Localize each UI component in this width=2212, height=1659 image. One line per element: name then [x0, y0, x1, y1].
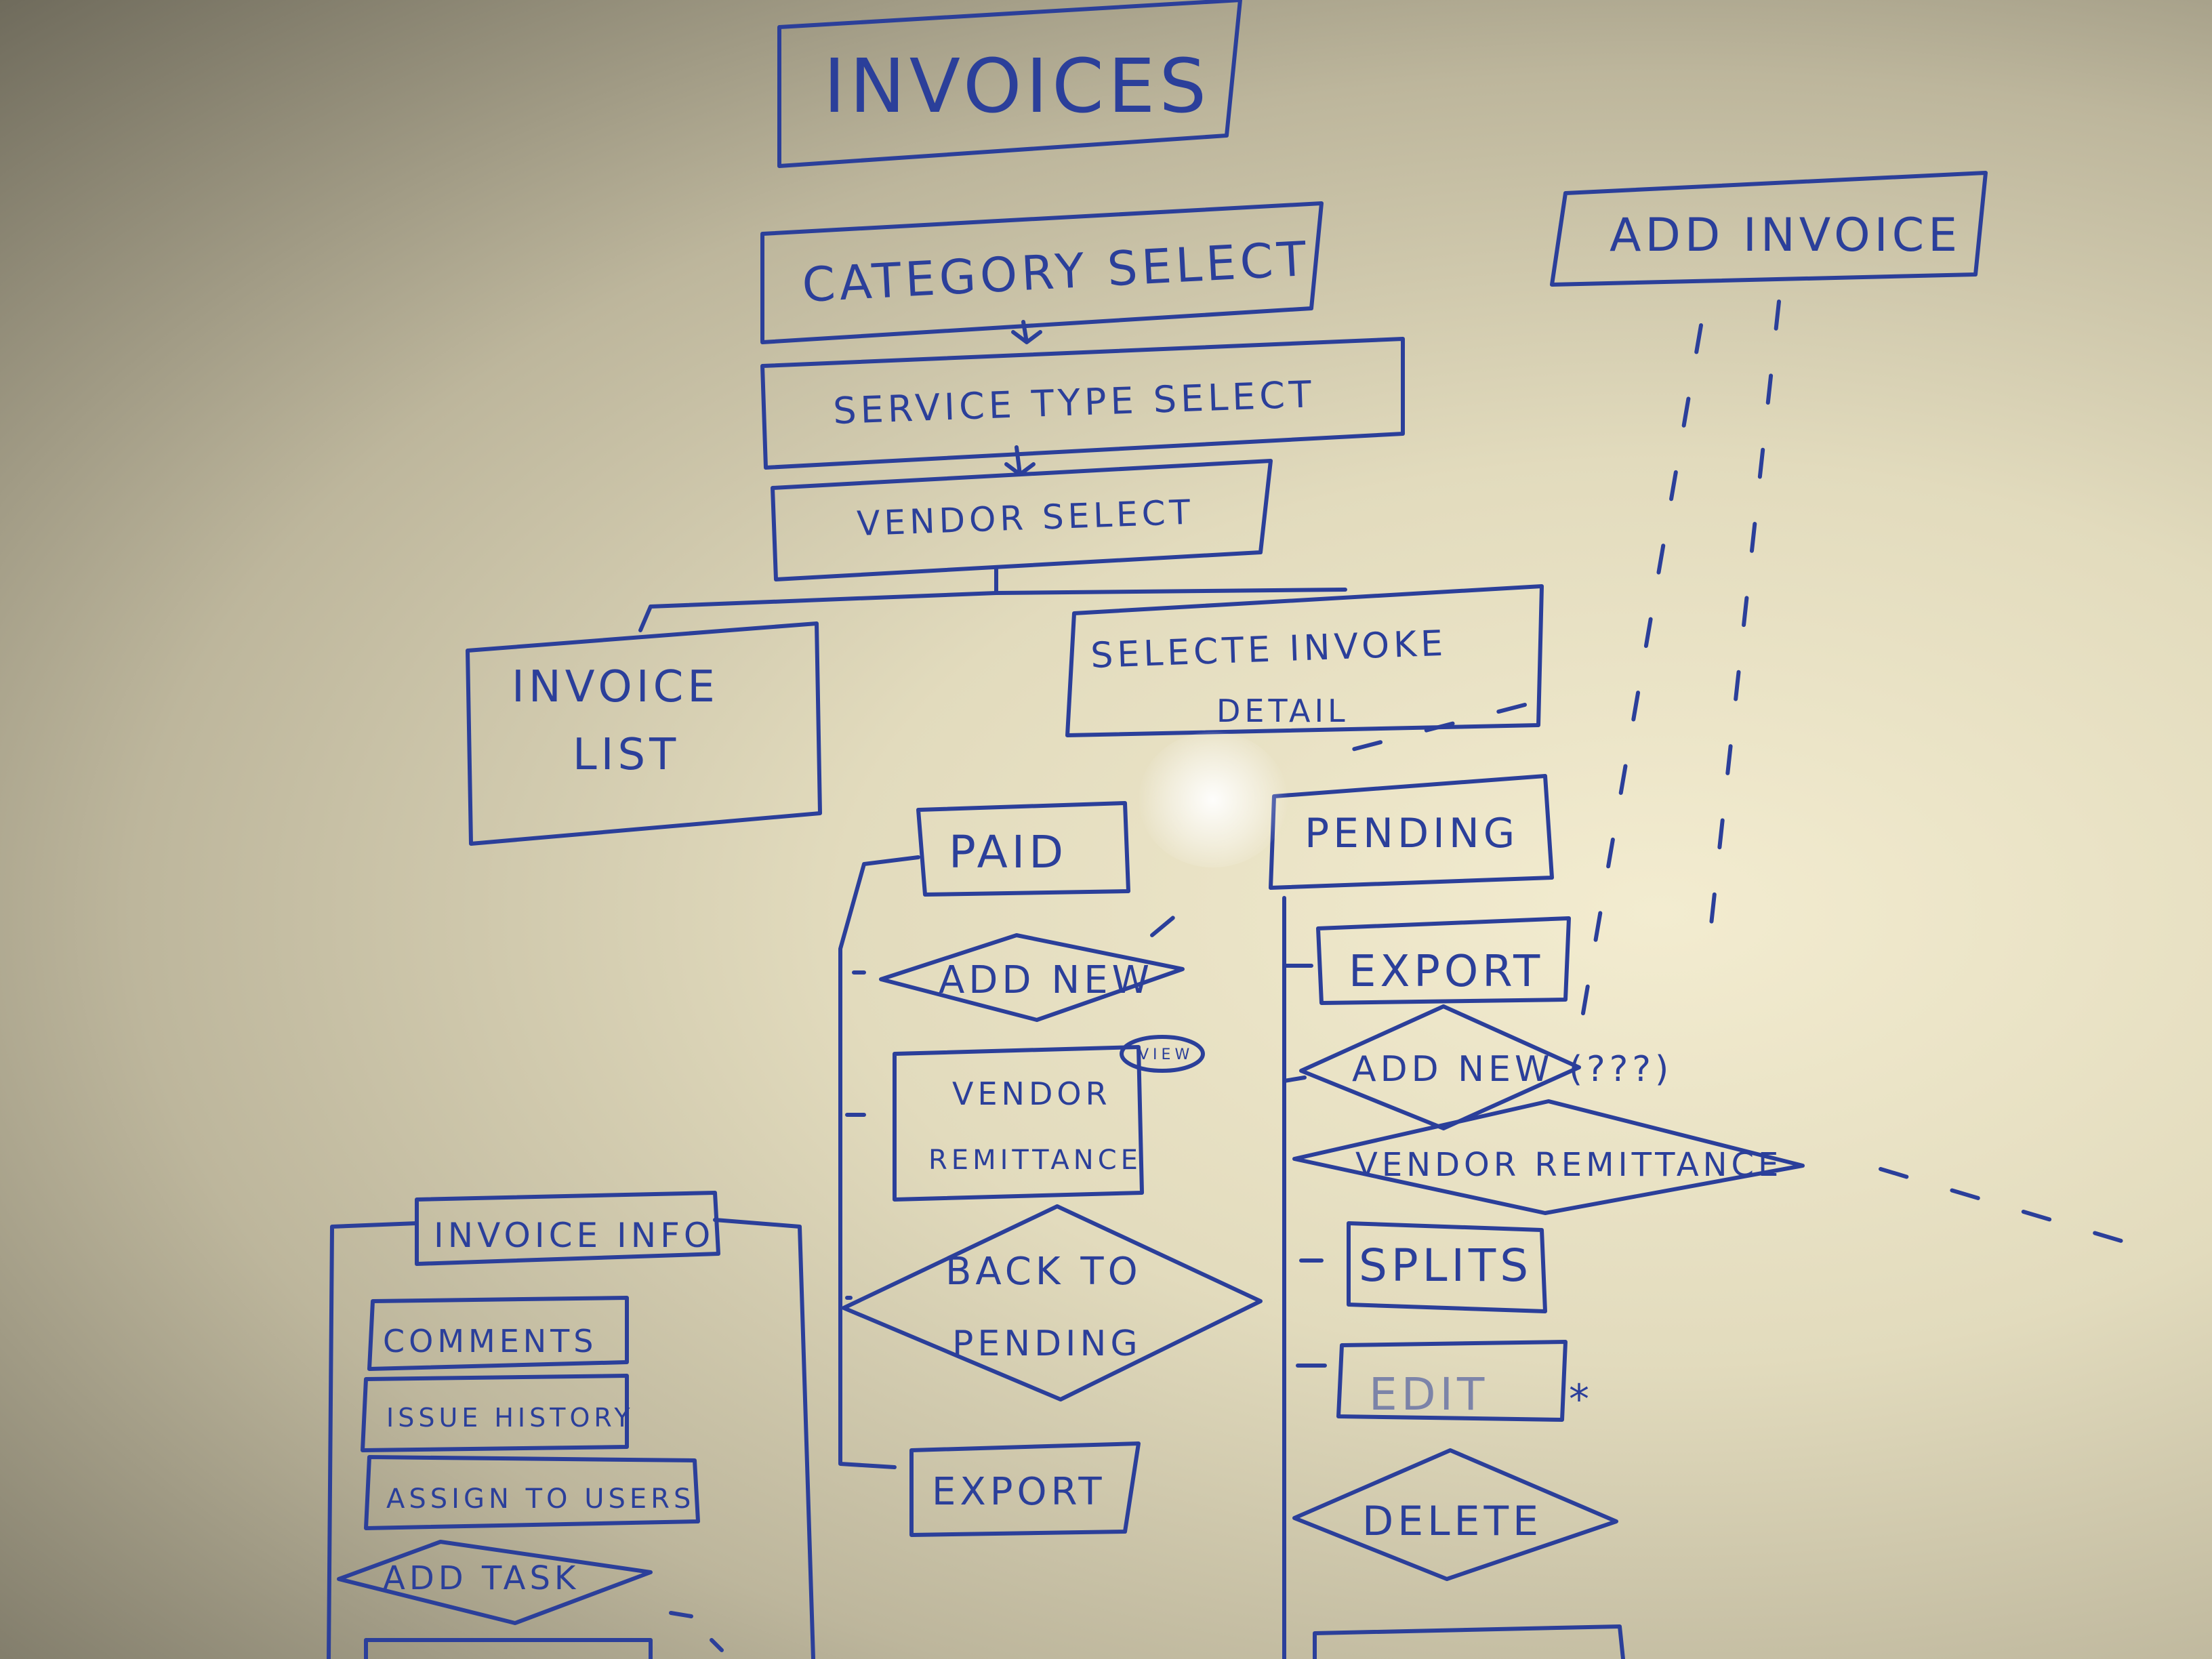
dashed-connector-c	[1340, 703, 1527, 754]
delete-diamond	[1292, 1448, 1618, 1581]
add-invoice-label: ADD INVOICE	[1610, 209, 1961, 262]
pending-vendor-remittance-diamond	[1292, 1099, 1805, 1215]
pending-export-label: EXPORT	[1349, 947, 1544, 997]
back-to-pending-label-1: BACK TO	[945, 1250, 1142, 1294]
light-glare	[1139, 732, 1288, 867]
paid-vendor-remittance-box	[893, 1045, 1144, 1202]
paid-label: PAID	[949, 826, 1067, 878]
category-select-label: CATEGORY SELECT	[801, 231, 1312, 313]
pending-export-box	[1316, 916, 1571, 1005]
invoice-detail-label-2: DETAIL	[1216, 693, 1349, 729]
pending-vendor-remittance-label: VENDOR REMITTANCE	[1355, 1146, 1782, 1184]
invoice-list-box	[466, 621, 822, 846]
comments-label: COMMENTS	[383, 1323, 597, 1359]
invoices-title: INVOICES	[823, 43, 1210, 129]
issue-history-box	[361, 1374, 629, 1452]
add-task-label: ADD TASK	[383, 1559, 579, 1597]
view-badge-label: VIEW	[1139, 1046, 1193, 1063]
add-task-diamond	[337, 1540, 653, 1625]
splits-box	[1347, 1221, 1547, 1313]
dashed-connector-d	[1879, 1167, 2144, 1249]
service-type-select-label: SERVICE TYPE SELECT	[832, 373, 1316, 432]
paid-export-label: EXPORT	[932, 1470, 1106, 1514]
invoice-detail-label-1: SELECTE INVOKE	[1090, 623, 1448, 676]
category-select-box	[760, 201, 1324, 344]
paid-box	[916, 801, 1130, 897]
service-type-select-box	[760, 337, 1405, 470]
back-to-pending-diamond	[842, 1204, 1263, 1401]
invoice-list-label-1: INVOICE	[512, 662, 719, 712]
view-badge	[1120, 1035, 1205, 1073]
paid-vendor-remittance-label-2: REMITTANCE	[928, 1145, 1142, 1176]
invoice-info-container	[327, 1218, 815, 1659]
paid-export-box	[909, 1441, 1141, 1537]
pending-add-new-diamond	[1299, 1004, 1581, 1130]
pending-add-new-label: ADD NEW (???)	[1352, 1049, 1673, 1090]
pending-label: PENDING	[1305, 810, 1519, 857]
back-to-pending-label-2: PENDING	[952, 1324, 1142, 1364]
invoice-list-label-2: LIST	[573, 730, 680, 780]
paid-add-new-label: ADD NEW	[939, 958, 1153, 1002]
delete-label: DELETE	[1362, 1498, 1542, 1545]
assign-to-users-label: ASSIGN TO USERS	[386, 1483, 695, 1515]
edit-asterisk: *	[1569, 1376, 1593, 1423]
vendor-select-label: VENDOR SELECT	[856, 493, 1195, 544]
invoice-detail-box	[1065, 584, 1544, 737]
pending-box	[1269, 774, 1554, 890]
paid-vendor-remittance-label-1: VENDOR	[952, 1076, 1111, 1112]
dashed-connector-b	[1577, 323, 1703, 1039]
invoices-box	[777, 0, 1242, 168]
dashed-connector-a	[1706, 300, 1781, 958]
add-invoice-box	[1550, 171, 1988, 287]
edit-label: EDIT	[1369, 1368, 1488, 1420]
vendor-select-box	[771, 459, 1273, 581]
comments-box	[367, 1296, 629, 1371]
issue-history-label: ISSUE HISTORY	[386, 1403, 634, 1433]
edit-box	[1336, 1340, 1568, 1422]
splits-label: SPLITS	[1359, 1240, 1532, 1292]
invoice-info-header-box	[415, 1191, 720, 1266]
invoice-info-label: INVOICE INFO	[434, 1216, 714, 1255]
paid-add-new-diamond	[879, 933, 1185, 1022]
assign-to-users-box	[364, 1455, 700, 1530]
